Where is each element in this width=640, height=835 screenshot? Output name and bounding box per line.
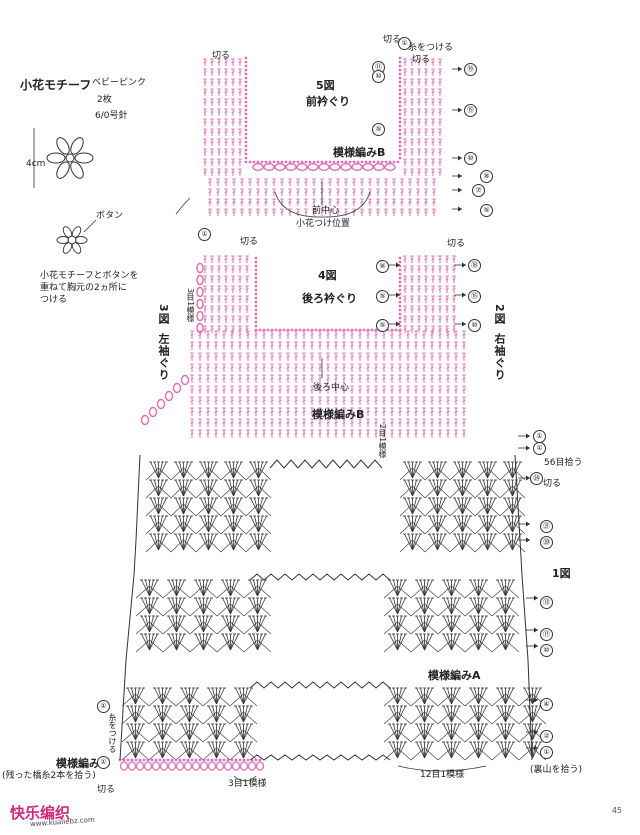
fig1-row-13: ⑬	[540, 596, 553, 609]
fig2-label: 2図	[493, 304, 506, 325]
fig4-row-1: ①	[198, 228, 211, 241]
fig1-row-left-1b: ①	[97, 756, 110, 769]
page-number: 45	[611, 806, 622, 815]
motif-note-1: 小花モチーフとボタンを	[40, 271, 139, 281]
fig1-row-24: ㉔	[530, 472, 543, 485]
fig5-center: 前中心	[312, 206, 340, 216]
fig5-row-19: ⑲	[464, 63, 477, 76]
motif-color: ベビーピンク	[92, 78, 147, 88]
fig3-name: 左袖ぐり	[157, 333, 170, 381]
fig5-row-5: ⑤	[480, 204, 493, 217]
fig4-row-18: ⑱	[468, 259, 481, 272]
fig1-row-20: ⑳	[540, 536, 553, 549]
fig4-name: 後ろ衿ぐり	[302, 292, 357, 305]
chart-outlines	[33, 66, 538, 782]
fig2-name: 右袖ぐり	[493, 333, 506, 381]
fig5-row-1: ①	[398, 37, 411, 50]
fig1-bottom-note-right: (裏山を拾う)	[530, 765, 583, 775]
fig1-cut-left: 切る	[97, 785, 116, 795]
fig1-attach: 糸をつける	[108, 713, 117, 753]
fig1-row-21: ㉑	[540, 520, 553, 533]
fig1-repeat-12: 12目1模様	[420, 770, 465, 780]
fig4-row-10: ⑩	[468, 319, 481, 332]
motif-note-2: 重ねて胸元の2ヵ所に	[40, 283, 127, 293]
fig4-label: 4図	[318, 269, 337, 282]
fig1-pick-56: 56目拾う	[544, 458, 583, 468]
fig1-row-1c: ①	[540, 746, 553, 759]
motif-count: 2枚	[97, 95, 112, 105]
fig5-cut-left: 切る	[212, 51, 231, 61]
fig1-pattern-a: 模様編みA	[428, 669, 481, 682]
fig4-cut-left: 切る	[240, 237, 259, 247]
fig1-row-4: ④	[540, 698, 553, 711]
fig5-label: 5図	[316, 79, 335, 92]
fig1-repeat-3: 3目1模様	[228, 779, 267, 789]
motif-hook: 6/0号針	[95, 111, 128, 121]
fig4-row-left-5a: ⑤	[376, 290, 389, 303]
fig4-row-left-8: ⑧	[376, 260, 389, 273]
fig3-label: 3図	[157, 304, 170, 325]
fig1-row-11: ⑪	[540, 628, 553, 641]
fig5-row-left-10: ⑩	[372, 70, 385, 83]
fig4-row-left-5b: ⑤	[376, 319, 389, 332]
fig1-row-1b: ①	[533, 442, 546, 455]
fig1-cut: 切る	[543, 479, 562, 489]
fig1-row-2: ②	[540, 730, 553, 743]
fig5-cut-right: 切る	[383, 35, 402, 45]
motif-size: 4cm	[26, 159, 46, 169]
fig4-row-15: ⑮	[468, 290, 481, 303]
fig1-row-left-1a: ①	[97, 700, 110, 713]
motif-note-3: つける	[40, 295, 68, 305]
fig5-row-left-5: ⑤	[372, 123, 385, 136]
motif-title: 小花モチーフ	[20, 78, 92, 92]
fig4-center: 後ろ中心	[313, 383, 350, 393]
fig5-row-8: ⑧	[480, 170, 493, 183]
fig1-bottom-note-left: (残った橋糸2本を拾う)	[2, 771, 96, 781]
fig4-pattern: 模様編みB	[312, 408, 365, 421]
fig5-flower-pos: 小花つけ位置	[296, 219, 351, 229]
fig5-name: 前衿ぐり	[306, 95, 350, 108]
fig4-repeat-2: 2目1模様	[378, 424, 387, 459]
fig5-pattern: 模様編みB	[333, 146, 386, 159]
fig4-repeat-3: 3目1模様	[186, 288, 195, 323]
site-logo: 快乐编织	[10, 804, 71, 822]
fig1-label: 1図	[552, 567, 571, 580]
fig5-attach: 糸をつける	[408, 43, 454, 53]
fig4-cut-right: 切る	[447, 239, 466, 249]
fig5-row-15: ⑮	[464, 104, 477, 117]
fig5-row-7: ⑦	[472, 184, 485, 197]
fig5-cut-right-2: 切る	[412, 55, 431, 65]
button-label: ボタン	[96, 211, 124, 221]
fig5-row-10: ⑩	[464, 152, 477, 165]
fig1-row-10: ⑩	[540, 644, 553, 657]
fig1-pattern-a-left: 模様編みA	[56, 757, 109, 770]
